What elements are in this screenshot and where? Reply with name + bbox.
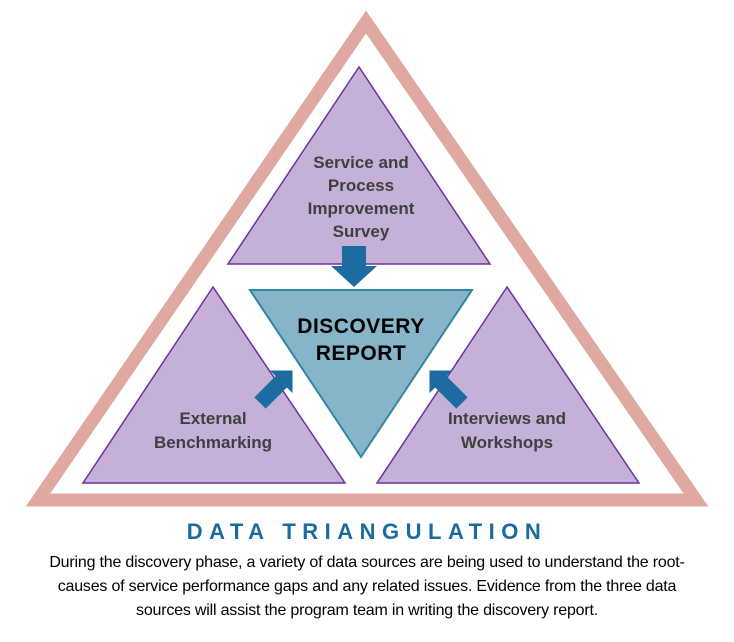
description-line-1: During the discovery phase, a variety of… — [49, 554, 685, 571]
triangle-diagram — [25, 10, 709, 507]
center-triangle — [248, 289, 474, 459]
arrow-up-left-icon — [429, 370, 468, 409]
center-triangle-label: DISCOVERY REPORT — [297, 315, 425, 365]
right-triangle-label: Interviews and Workshops — [447, 409, 567, 452]
diagram-description: During the discovery phase, a variety of… — [0, 551, 734, 623]
arrow-up-right-icon — [254, 370, 293, 409]
arrow-down-icon — [331, 246, 377, 287]
description-line-2: causes of service performance gaps and a… — [57, 578, 677, 595]
outer-triangle-outline — [25, 10, 709, 507]
left-triangle-label: External Benchmarking — [153, 409, 273, 452]
top-triangle-label: Service and Process Improvement Survey — [307, 153, 415, 241]
description-line-3: sources will assist the program team in … — [136, 602, 598, 619]
diagram-title: DATA TRIANGULATION — [186, 519, 548, 544]
